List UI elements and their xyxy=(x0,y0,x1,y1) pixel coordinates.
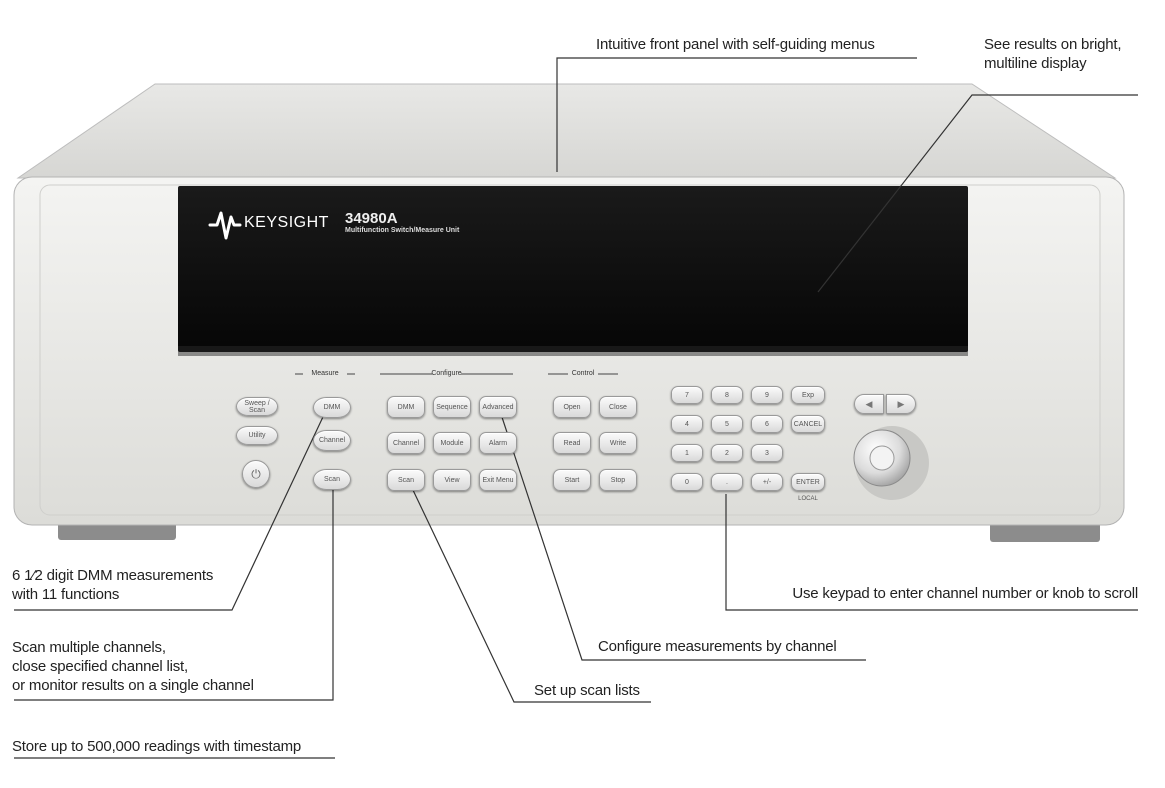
configure-scan-button[interactable]: Scan xyxy=(387,469,425,491)
foot-right xyxy=(990,522,1100,542)
group-label-measure: Measure xyxy=(311,370,339,377)
callout-dmm: 6 1⁄2 digit DMM measurements with 11 fun… xyxy=(12,566,213,604)
configure-alarm-button[interactable]: Alarm xyxy=(479,432,517,454)
measure-channel-button[interactable]: Channel xyxy=(313,430,351,451)
keypad-5[interactable]: 5 xyxy=(711,415,743,433)
callout-display-line1: See results on bright, xyxy=(984,36,1122,53)
group-label-control: Control xyxy=(571,370,595,377)
keysight-logo-icon xyxy=(208,211,242,240)
control-write-button[interactable]: Write xyxy=(599,432,637,454)
arrow-right-button[interactable]: ▶ xyxy=(886,394,916,414)
configure-dmm-button[interactable]: DMM xyxy=(387,396,425,418)
callout-dmm-line1: 6 1⁄2 digit DMM measurements xyxy=(12,567,214,584)
configure-channel-button[interactable]: Channel xyxy=(387,432,425,454)
callout-keypad: Use keypad to enter channel number or kn… xyxy=(792,585,1138,602)
display-bezel xyxy=(178,186,968,352)
control-open-button[interactable]: Open xyxy=(553,396,591,418)
measure-dmm-button[interactable]: DMM xyxy=(313,397,351,418)
configure-sequence-button[interactable]: Sequence xyxy=(433,396,471,418)
model-description: Multifunction Switch/Measure Unit xyxy=(345,227,460,234)
chassis-top xyxy=(16,83,1117,179)
utility-button[interactable]: Utility xyxy=(236,426,278,445)
callout-store: Store up to 500,000 readings with timest… xyxy=(12,738,302,755)
sweep-scan-button[interactable]: Sweep / Scan xyxy=(236,397,278,416)
brand-name: KEYSIGHT xyxy=(244,214,329,231)
control-stop-button[interactable]: Stop xyxy=(599,469,637,491)
keypad-8[interactable]: 8 xyxy=(711,386,743,404)
callout-scan-line2: close specified channel list, xyxy=(12,658,188,675)
keypad-7[interactable]: 7 xyxy=(671,386,703,404)
power-icon: ⏻ xyxy=(251,466,261,481)
callout-lines xyxy=(14,57,1138,759)
keypad-decimal[interactable]: . xyxy=(711,473,743,491)
keypad-exp[interactable]: Exp xyxy=(791,386,825,404)
keypad-4[interactable]: 4 xyxy=(671,415,703,433)
power-button[interactable]: ⏻ xyxy=(242,460,270,488)
keypad-plus-minus[interactable]: +/- xyxy=(751,473,783,491)
callout-display-line2: multiline display xyxy=(984,55,1087,72)
callout-scan-multi: Scan multiple channels, close specified … xyxy=(12,638,254,695)
control-read-button[interactable]: Read xyxy=(553,432,591,454)
keypad-1[interactable]: 1 xyxy=(671,444,703,462)
arrow-left-icon: ◀ xyxy=(865,398,873,409)
configure-exit-menu-button[interactable]: Exit Menu xyxy=(479,469,517,491)
arrow-right-icon: ▶ xyxy=(897,398,905,409)
callout-scan-lists: Set up scan lists xyxy=(534,682,640,699)
callout-display: See results on bright, multiline display xyxy=(984,35,1122,73)
configure-view-button[interactable]: View xyxy=(433,469,471,491)
callout-front-panel: Intuitive front panel with self-guiding … xyxy=(596,36,875,53)
measure-scan-button[interactable]: Scan xyxy=(313,469,351,490)
configure-advanced-button[interactable]: Advanced xyxy=(479,396,517,418)
configure-module-button[interactable]: Module xyxy=(433,432,471,454)
model-number: 34980A xyxy=(345,210,398,227)
keypad-3[interactable]: 3 xyxy=(751,444,783,462)
keypad-9[interactable]: 9 xyxy=(751,386,783,404)
callout-scan-line3: or monitor results on a single channel xyxy=(12,677,254,694)
keypad-cancel[interactable]: CANCEL xyxy=(791,415,825,433)
keypad-6[interactable]: 6 xyxy=(751,415,783,433)
control-close-button[interactable]: Close xyxy=(599,396,637,418)
group-label-configure: Configure xyxy=(431,370,462,377)
callout-configure: Configure measurements by channel xyxy=(598,638,837,655)
callout-dmm-line2: with 11 functions xyxy=(12,586,120,603)
arrow-left-button[interactable]: ◀ xyxy=(854,394,884,414)
keypad-2[interactable]: 2 xyxy=(711,444,743,462)
enter-sublabel: LOCAL xyxy=(798,496,818,502)
control-start-button[interactable]: Start xyxy=(553,469,591,491)
keypad-0[interactable]: 0 xyxy=(671,473,703,491)
keypad-enter[interactable]: ENTER xyxy=(791,473,825,491)
callout-scan-line1: Scan multiple channels, xyxy=(12,639,166,656)
